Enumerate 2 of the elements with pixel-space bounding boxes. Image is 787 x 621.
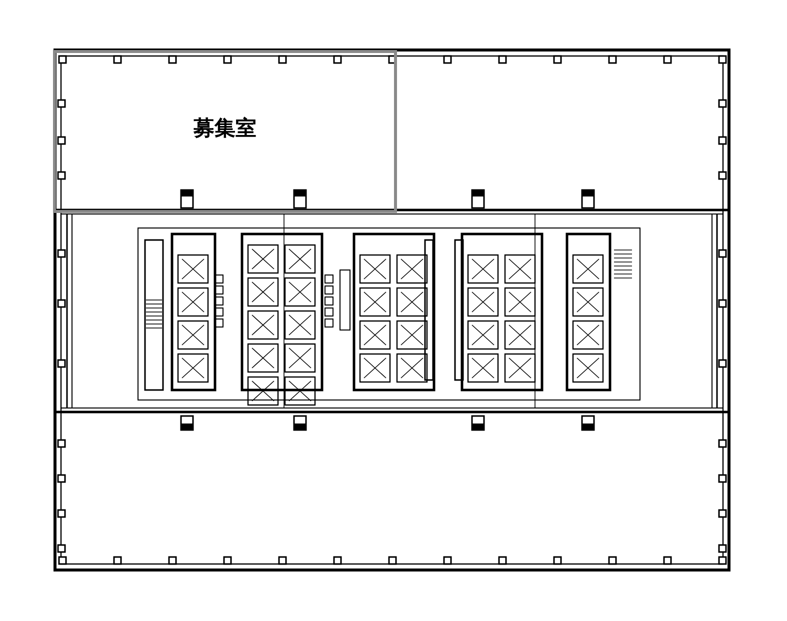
room-outline	[53, 50, 397, 213]
room-label: 募集室	[194, 114, 256, 142]
